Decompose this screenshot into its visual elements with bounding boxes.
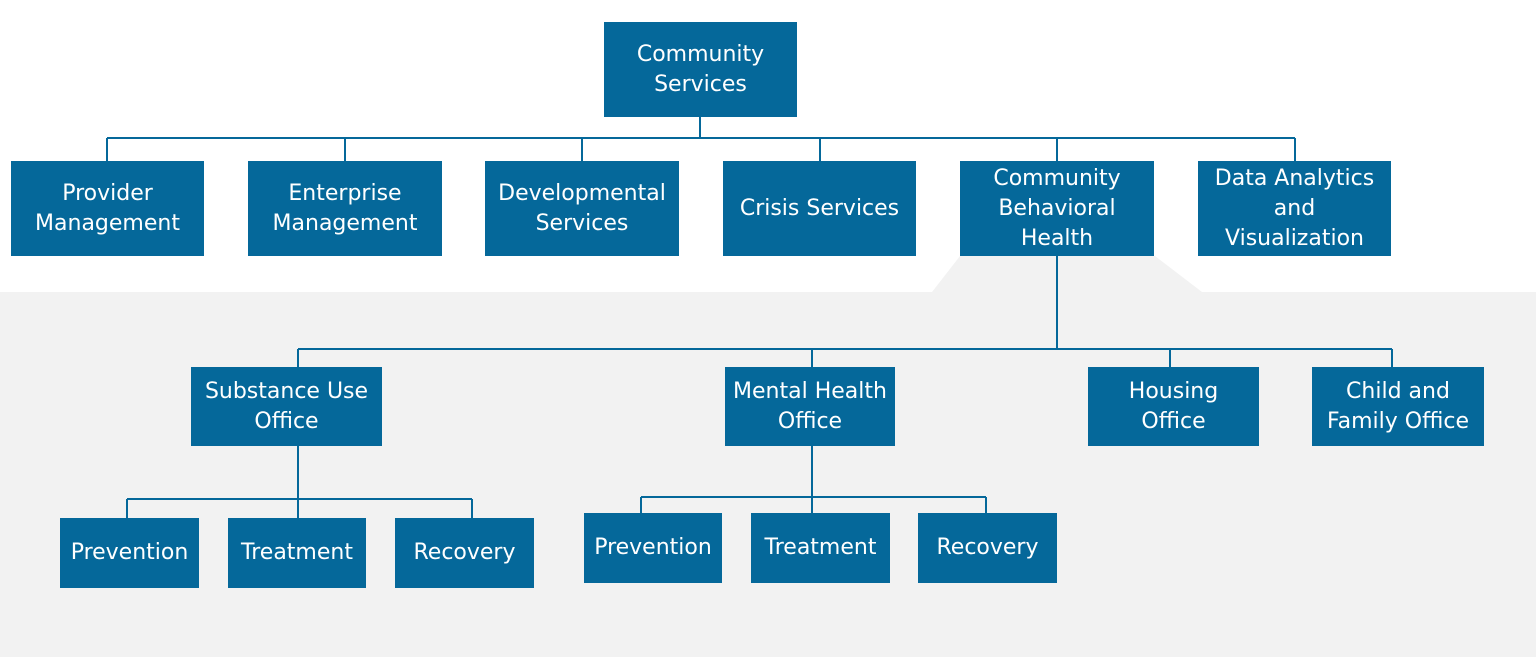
node-label: Prevention xyxy=(70,540,189,565)
node-su-prevention: Prevention xyxy=(60,518,199,588)
node-mh-treatment: Treatment xyxy=(751,513,890,583)
node-su-treatment: Treatment xyxy=(228,518,366,588)
detail-panel xyxy=(0,256,1536,657)
node-mh-prevention: Prevention xyxy=(584,513,722,583)
node-mh-recovery: Recovery xyxy=(918,513,1057,583)
node-crisis-services: Crisis Services xyxy=(723,161,916,256)
node-label: Prevention xyxy=(594,535,712,560)
node-label: Recovery xyxy=(936,535,1039,560)
node-label: Recovery xyxy=(413,540,516,565)
node-label: Crisis Services xyxy=(739,195,900,221)
node-su-recovery: Recovery xyxy=(395,518,534,588)
node-label: Treatment xyxy=(764,535,877,560)
node-label: Treatment xyxy=(241,540,353,565)
connector-lines xyxy=(106,117,1393,518)
